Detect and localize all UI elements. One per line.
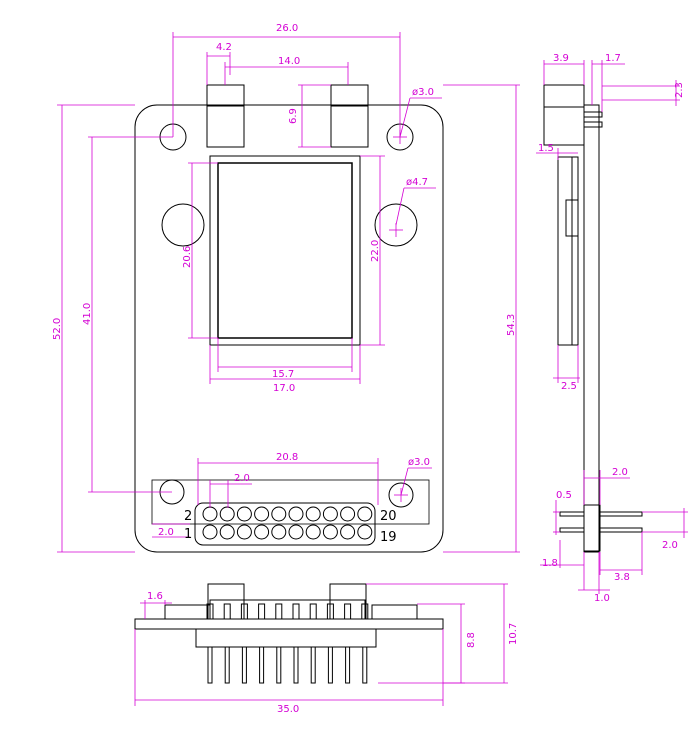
bottom-pin <box>259 646 265 684</box>
dim-6-9: 6.9 <box>288 108 299 124</box>
pin-label-20: 20 <box>380 509 397 524</box>
bottom-header <box>195 628 377 648</box>
bottom-pin <box>241 646 247 684</box>
bottom-pin-top <box>292 603 300 620</box>
bottom-pin <box>276 646 282 684</box>
mount-hole-mid-right <box>374 203 418 247</box>
dim-3-8: 3.8 <box>614 572 630 583</box>
dim-hole-mid: ø4.7 <box>406 177 428 188</box>
dim-1-8: 1.8 <box>542 558 558 569</box>
header-pin-hole <box>288 506 304 522</box>
dim-hole-top: ø3.0 <box>412 87 434 98</box>
dim-2-3: 2.3 <box>674 82 685 98</box>
header-pin-hole <box>254 506 270 522</box>
header-pin-hole <box>288 524 304 540</box>
bottom-pin-top <box>326 603 334 620</box>
dimension-lines <box>57 32 688 706</box>
header-pin-hole <box>357 506 373 522</box>
header-pin-hole <box>305 506 321 522</box>
dim-17-0: 17.0 <box>273 383 295 394</box>
front-view <box>134 84 444 553</box>
dim-22-0: 22.0 <box>370 240 381 262</box>
header-pin-hole <box>340 506 356 522</box>
pin-label-1: 1 <box>184 527 192 542</box>
side-header <box>583 504 601 552</box>
dim-hole-bottom: ø3.0 <box>408 457 430 468</box>
bottom-pin-top <box>240 603 248 620</box>
dim-26-0: 26.0 <box>276 23 298 34</box>
bottom-pin <box>207 646 213 684</box>
bottom-pin <box>293 646 299 684</box>
side-pcb <box>583 104 600 553</box>
dim-3-9: 3.9 <box>553 53 569 64</box>
header-pin-hole <box>219 506 235 522</box>
led-right <box>330 84 369 148</box>
bottom-pin-top <box>275 603 283 620</box>
bottom-pin <box>224 646 230 684</box>
bottom-pin-top <box>206 603 214 620</box>
dim-2-0-row: 2.0 <box>158 527 174 538</box>
header-pin-hole <box>271 524 287 540</box>
pin-label-19: 19 <box>380 530 397 545</box>
dim-1-7: 1.7 <box>605 53 621 64</box>
pin-label-2: 2 <box>184 509 192 524</box>
dim-2-0-pitch: 2.0 <box>234 473 250 484</box>
dim-2-5: 2.5 <box>561 381 577 392</box>
dim-1-0: 1.0 <box>594 593 610 604</box>
dim-52-0: 52.0 <box>52 318 63 340</box>
pcb-outline <box>134 104 444 553</box>
bottom-pin <box>310 646 316 684</box>
header-pin-hole <box>236 506 252 522</box>
bottom-pcb <box>134 618 444 630</box>
header-pin-hole <box>271 506 287 522</box>
bottom-pin-top <box>361 603 369 620</box>
screen-outer <box>209 155 361 346</box>
header-pin-hole <box>305 524 321 540</box>
header-pins <box>202 506 373 540</box>
header-pin-hole <box>322 524 338 540</box>
dim-10-7: 10.7 <box>508 623 519 645</box>
mount-hole-mid-left <box>161 203 205 247</box>
header-pin-hole <box>322 506 338 522</box>
bottom-pin-top <box>223 603 231 620</box>
header-pin-hole <box>357 524 373 540</box>
header-frame <box>151 479 430 525</box>
dim-14-0: 14.0 <box>278 56 300 67</box>
side-screen <box>557 156 579 346</box>
dim-0-5: 0.5 <box>556 490 572 501</box>
mount-hole-bottom-right <box>388 482 414 508</box>
header-pin-hole <box>202 524 218 540</box>
header-pin-hole <box>236 524 252 540</box>
bottom-pins <box>206 603 369 684</box>
dim-15-7: 15.7 <box>272 369 294 380</box>
header-pin-hole <box>254 524 270 540</box>
bottom-pin <box>327 646 333 684</box>
dim-8-8: 8.8 <box>466 632 477 648</box>
bottom-pin-top <box>344 603 352 620</box>
side-view <box>543 84 643 553</box>
dim-1-5: 1.5 <box>538 143 554 154</box>
header-pin-hole <box>202 506 218 522</box>
bottom-pin-top <box>309 603 317 620</box>
dim-4-2: 4.2 <box>216 42 232 53</box>
header-pin-hole <box>219 524 235 540</box>
dim-20-8: 20.8 <box>276 452 298 463</box>
dim-1-6: 1.6 <box>147 591 163 602</box>
dim-20-6: 20.6 <box>182 246 193 268</box>
dim-54-3: 54.3 <box>506 314 517 336</box>
dim-side-2-0b: 2.0 <box>662 540 678 551</box>
bottom-pin <box>345 646 351 684</box>
dim-35-0: 35.0 <box>277 704 299 715</box>
dimension-labels: 26.0 4.2 14.0 6.9 ø3.0 ø4.7 20.6 22.0 15… <box>52 23 685 715</box>
bottom-pin <box>362 646 368 684</box>
bottom-view <box>134 583 444 684</box>
dim-41-0: 41.0 <box>82 303 93 325</box>
dim-side-2-0: 2.0 <box>612 467 628 478</box>
led-left <box>206 84 245 148</box>
side-led <box>543 84 585 146</box>
bottom-pin-top <box>258 603 266 620</box>
header-pin-hole <box>340 524 356 540</box>
screen-inner <box>217 162 353 339</box>
